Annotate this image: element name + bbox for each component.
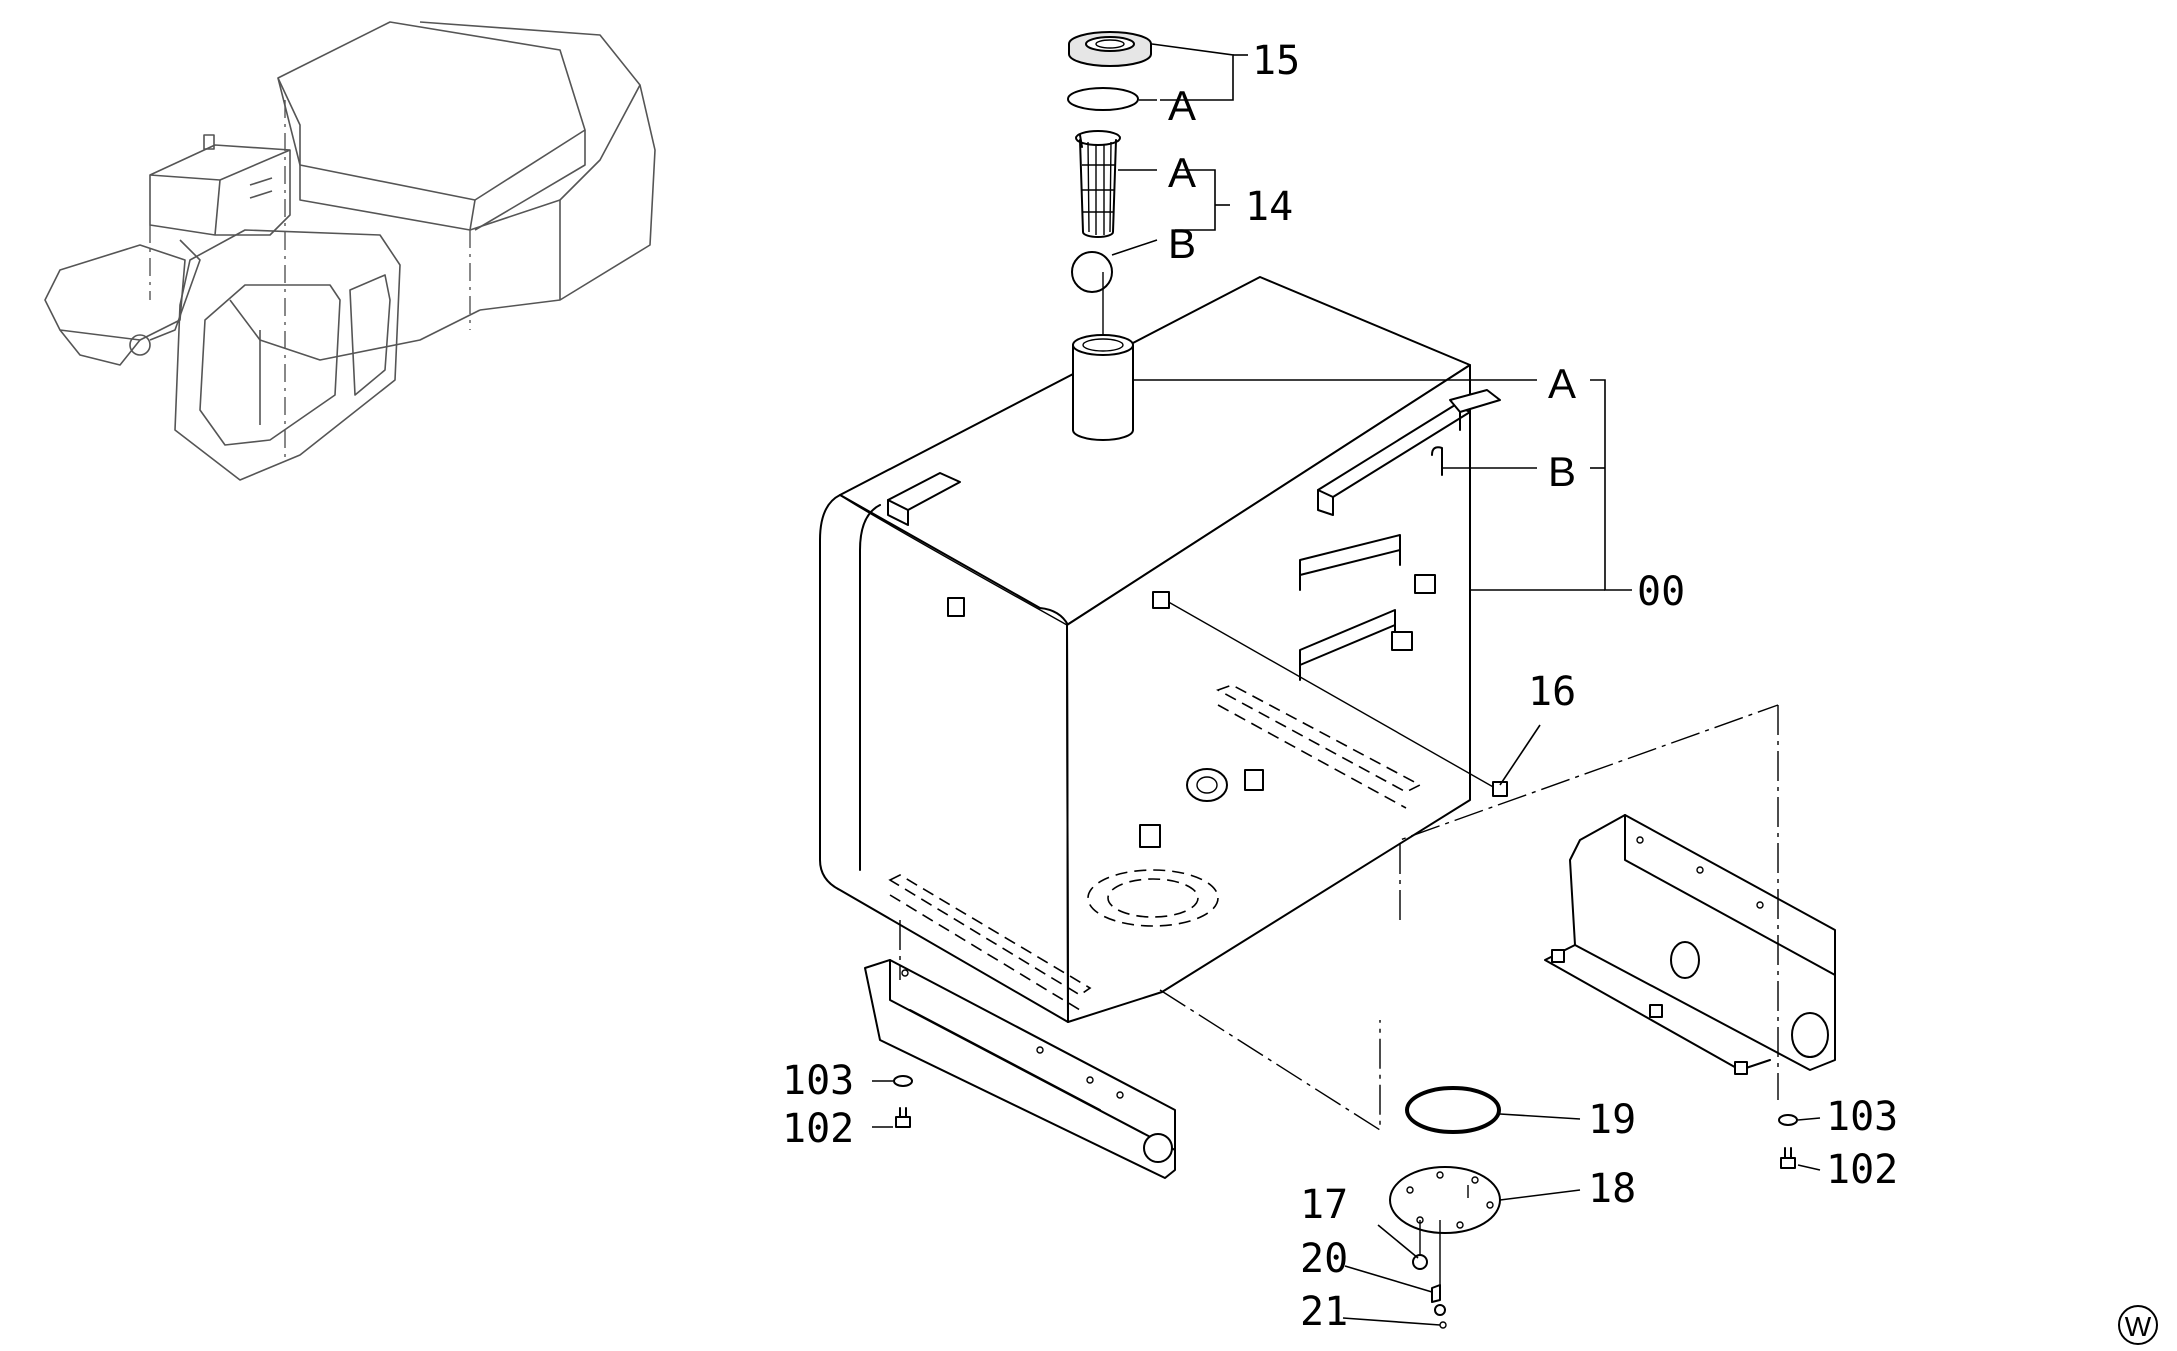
callout-102-right: 102 xyxy=(1826,1147,1898,1193)
callout-00: 00 xyxy=(1637,569,1685,615)
w-mark-icon: W xyxy=(2118,1305,2158,1345)
callout-a-tank: A xyxy=(1548,360,1576,407)
part-19-oring xyxy=(1405,1086,1501,1134)
left-bolt-washer xyxy=(893,1075,913,1128)
callout-19: 19 xyxy=(1588,1097,1636,1143)
alignment-line xyxy=(1399,704,1779,920)
left-mount-bracket xyxy=(864,920,1176,1179)
callout-102-left: 102 xyxy=(782,1106,854,1152)
callout-17: 17 xyxy=(1300,1182,1348,1228)
callout-103-left: 103 xyxy=(782,1058,854,1104)
hydraulic-tank xyxy=(819,272,1508,1023)
callout-a-seal: A xyxy=(1168,82,1196,129)
callout-b-tank: B xyxy=(1548,448,1576,495)
callout-21: 21 xyxy=(1300,1289,1348,1335)
drain-fittings xyxy=(1412,1220,1447,1329)
part-15-cap xyxy=(1068,31,1152,67)
right-mount-bracket xyxy=(1544,705,1836,1100)
part-16-plug xyxy=(1492,781,1508,797)
callout-a-strainer: A xyxy=(1168,149,1196,196)
part-18-cover-plate xyxy=(1389,1166,1501,1234)
callout-14: 14 xyxy=(1245,184,1293,230)
callout-103-right: 103 xyxy=(1826,1094,1898,1140)
part-oring-seal xyxy=(1067,87,1139,111)
callout-15: 15 xyxy=(1252,38,1300,84)
part-float-ball xyxy=(1071,251,1113,293)
callout-b-ball: B xyxy=(1168,220,1196,267)
part-14-strainer xyxy=(1075,130,1121,238)
overview-machine-illustration xyxy=(44,21,656,481)
leader-lines xyxy=(872,43,1821,1326)
callout-16: 16 xyxy=(1528,669,1576,715)
right-bolt-washer xyxy=(1778,1114,1798,1169)
w-mark-label: W xyxy=(2125,1311,2152,1342)
callout-18: 18 xyxy=(1588,1166,1636,1212)
alignment-line xyxy=(1159,989,1381,1132)
callout-20: 20 xyxy=(1300,1236,1348,1282)
